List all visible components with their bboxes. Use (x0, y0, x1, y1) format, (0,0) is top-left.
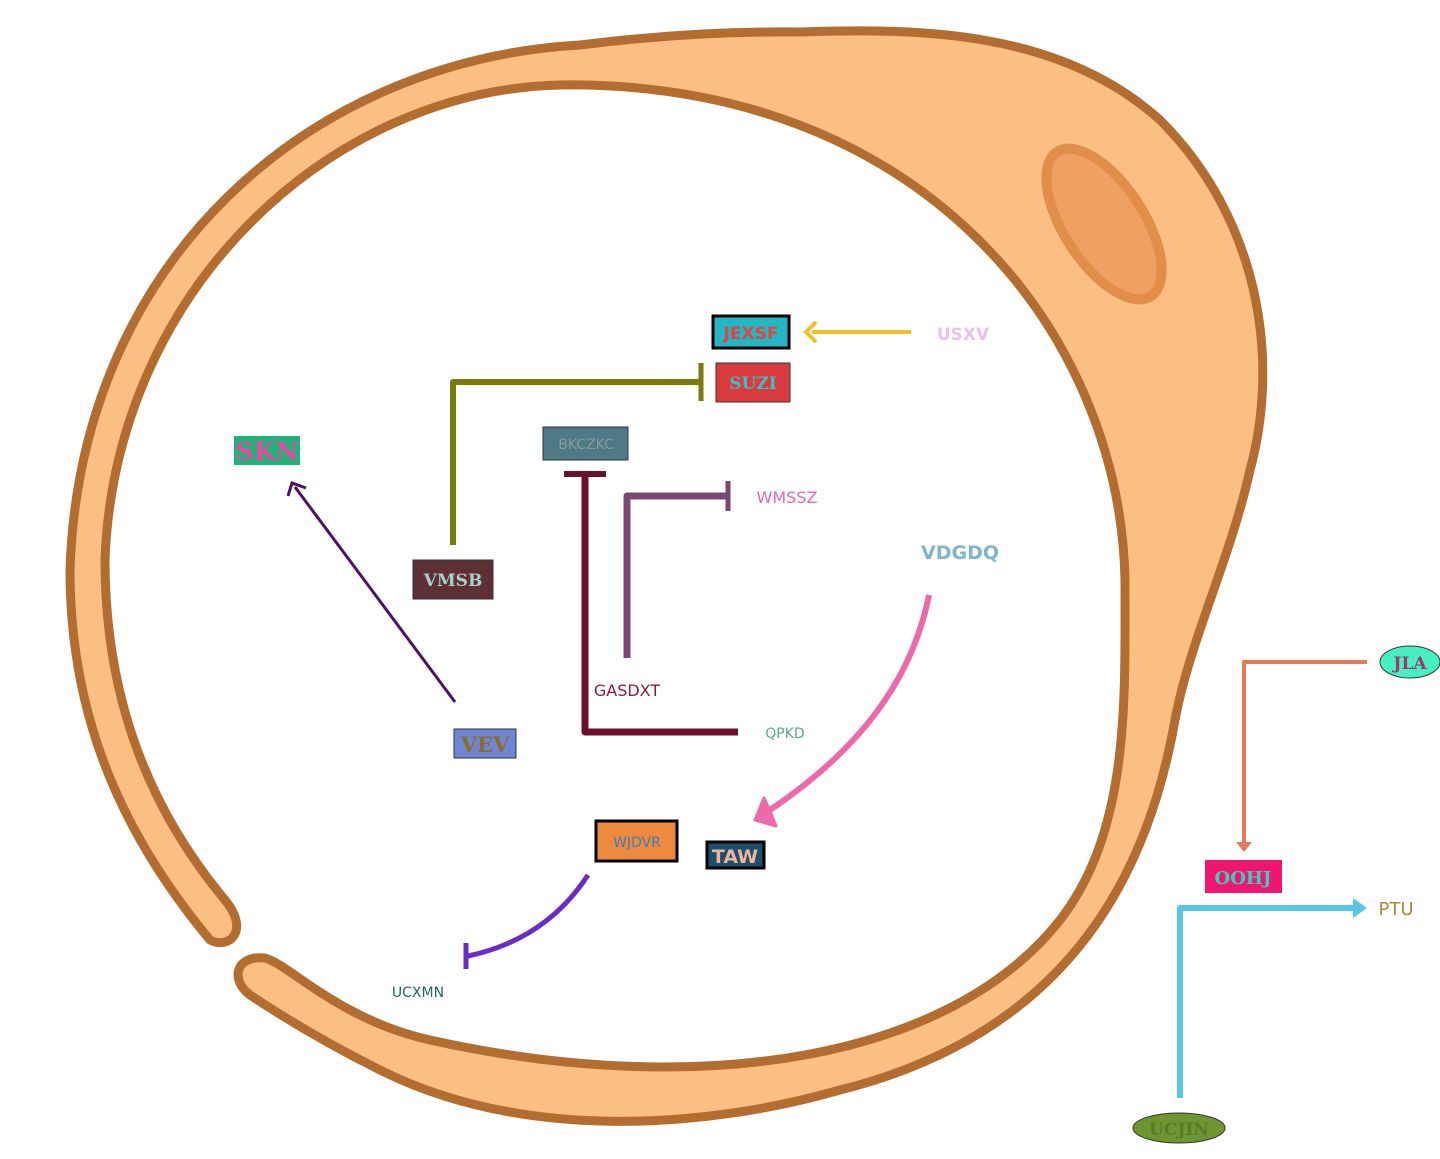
node-oohj[interactable]: OOHJ (1205, 860, 1282, 893)
edge-usxv-jexsf (803, 320, 911, 344)
edge-wjdvr-ucxmn (463, 873, 591, 969)
node-vmsb-label: VMSB (423, 571, 483, 591)
edge-vdgdq-taw (753, 594, 932, 828)
nodes: JEXSF SUZI USXV SKN BKCZKC WMSSZ VDGDQ V… (234, 314, 1440, 1144)
node-qpkd[interactable]: QPKD (765, 726, 804, 742)
node-suzi[interactable]: SUZI (715, 362, 791, 403)
node-jexsf-label: JEXSF (723, 324, 779, 344)
node-skn-label: SKN (236, 437, 299, 466)
cell (65, 26, 1268, 1126)
node-wmssz[interactable]: WMSSZ (757, 488, 818, 507)
edges (286, 320, 1367, 1098)
node-ptu-label: PTU (1378, 899, 1413, 920)
edge-qpkd-bkczkc (564, 471, 738, 736)
node-taw-label: TAW (712, 846, 758, 868)
node-gasdxt-label: GASDXT (594, 681, 661, 700)
node-jla-label: JLA (1391, 654, 1427, 674)
node-wjdvr[interactable]: WJDVR (594, 819, 679, 863)
node-ucjin-label: UCJIN (1149, 1120, 1209, 1140)
edge-vmsb-suzi (450, 363, 704, 545)
edge-ucjin-ptu (1177, 898, 1367, 1098)
node-skn[interactable]: SKN (234, 436, 300, 466)
node-usxv-label: USXV (937, 325, 990, 345)
node-taw[interactable]: TAW (705, 840, 766, 870)
edge-jla-oohj (1236, 660, 1367, 852)
node-gasdxt[interactable]: GASDXT (594, 681, 661, 700)
node-jla[interactable]: JLA (1379, 645, 1440, 679)
node-vev-label: VEV (460, 732, 510, 757)
node-bkczkc[interactable]: BKCZKC (542, 426, 629, 461)
cell-membrane (65, 26, 1268, 1126)
node-vmsb[interactable]: VMSB (412, 559, 494, 600)
organelle (1041, 143, 1167, 305)
node-ucxmn[interactable]: UCXMN (392, 985, 444, 1001)
node-vdgdq[interactable]: VDGDQ (921, 542, 999, 564)
node-vdgdq-label: VDGDQ (921, 542, 999, 564)
edge-gasdxt-wmssz (623, 481, 731, 658)
node-usxv[interactable]: USXV (937, 325, 990, 345)
node-wjdvr-label: WJDVR (613, 835, 661, 851)
node-ptu[interactable]: PTU (1378, 899, 1413, 920)
edge-vev-skn (286, 481, 457, 703)
node-oohj-label: OOHJ (1215, 868, 1272, 889)
node-vev[interactable]: VEV (453, 728, 517, 759)
node-bkczkc-label: BKCZKC (558, 437, 614, 453)
node-qpkd-label: QPKD (765, 726, 804, 742)
node-ucxmn-label: UCXMN (392, 985, 444, 1001)
node-ucjin[interactable]: UCJIN (1132, 1112, 1226, 1144)
node-suzi-label: SUZI (729, 374, 777, 394)
node-wmssz-label: WMSSZ (757, 488, 818, 507)
node-jexsf[interactable]: JEXSF (711, 314, 791, 350)
